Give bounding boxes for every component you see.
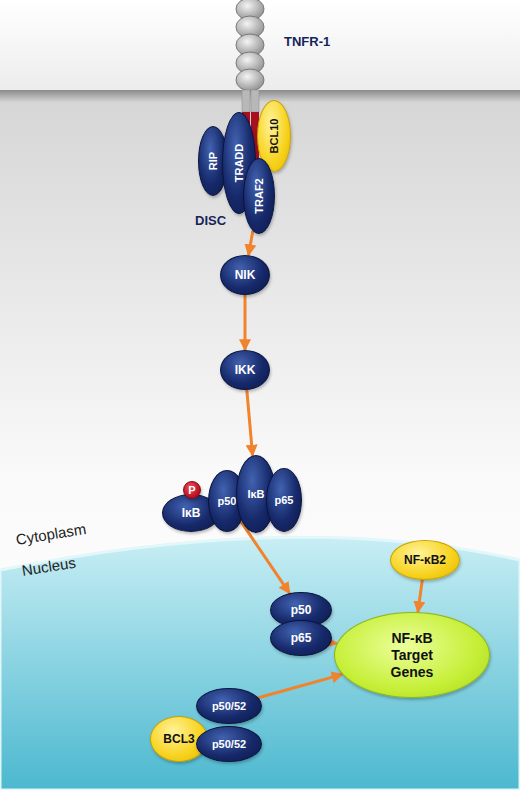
node-text: NF-κB Target Genes	[376, 630, 448, 681]
receptor-label: TNFR-1	[284, 34, 330, 49]
receptor-domain	[236, 69, 264, 91]
complex-label: DISC	[195, 213, 226, 228]
node-text: IκB	[182, 506, 201, 521]
transmembrane-segment	[251, 90, 259, 112]
node-text: p50/52	[212, 699, 246, 713]
node-text: BCL3	[163, 732, 194, 747]
pathway-arrow	[247, 390, 253, 456]
pathway-arrow	[249, 231, 253, 255]
node-text: p65	[275, 493, 294, 507]
node-text: TRADD	[232, 144, 246, 183]
pathway-arrow	[241, 522, 290, 594]
node-text: NIK	[235, 268, 256, 283]
nucleus-region	[0, 537, 520, 790]
cytoplasm-region	[0, 100, 520, 790]
node-text: BCL10	[267, 119, 281, 154]
transmembrane-segment	[242, 90, 250, 112]
pathway-arrow	[244, 295, 247, 350]
protein-ellipse: p50/52	[196, 726, 262, 762]
protein-ellipse: p65	[270, 620, 332, 656]
node-text: p50	[218, 494, 237, 508]
node-text: IκB	[247, 487, 264, 501]
node-text: p50	[291, 603, 312, 618]
plasma-membrane	[0, 90, 520, 102]
node-text: p65	[291, 631, 312, 646]
target-genes-ellipse: NF-κB Target Genes	[334, 612, 490, 698]
node-text: P	[188, 483, 195, 497]
node-text: RIP	[206, 152, 220, 170]
node-text: IKK	[235, 363, 256, 378]
protein-ellipse: p50/52	[196, 688, 262, 724]
pathway-arrow	[258, 674, 342, 697]
phosphate-circle: P	[183, 481, 201, 499]
node-text: p50/52	[212, 737, 246, 751]
node-text: TRAF2	[252, 178, 266, 213]
protein-ellipse: p65	[266, 468, 302, 532]
protein-ellipse: NIK	[220, 255, 270, 295]
protein-ellipse: TRAF2	[243, 158, 275, 234]
pathway-arrow	[418, 580, 422, 612]
node-text: NF-κB2	[404, 553, 446, 568]
protein-ellipse: IKK	[220, 350, 270, 390]
protein-ellipse: NF-κB2	[390, 540, 460, 580]
